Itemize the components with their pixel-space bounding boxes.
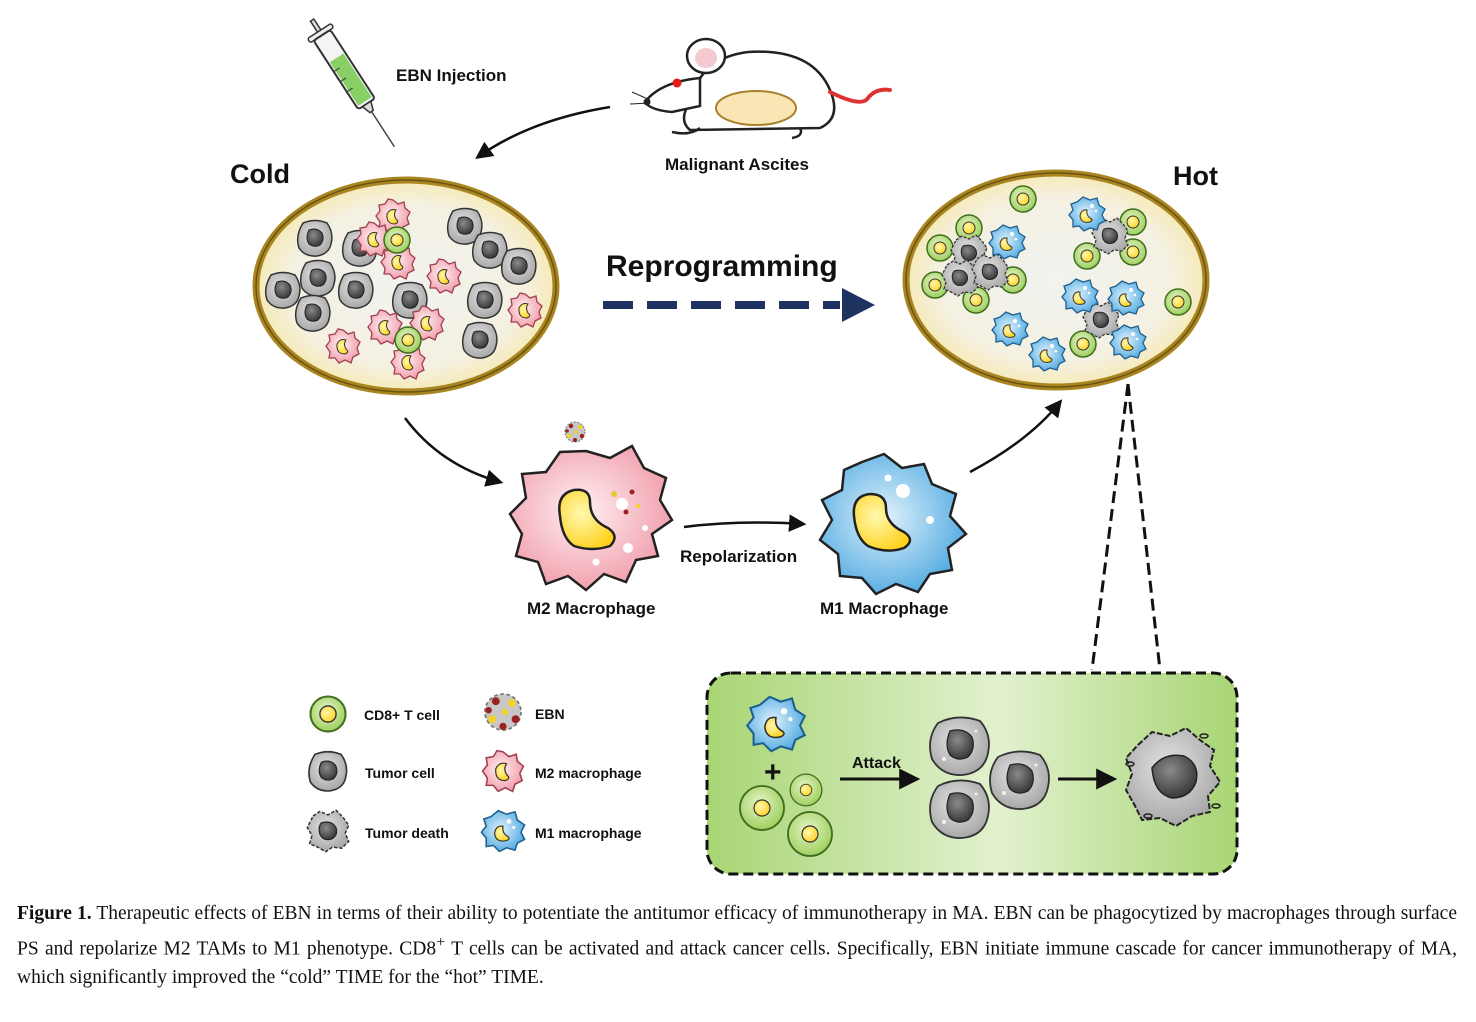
caption-text-part2: T cells can be activated and attack canc…: [17, 938, 1457, 988]
m2-macrophage-label: M2 Macrophage: [527, 599, 655, 618]
caption-superscript: +: [436, 933, 446, 951]
tumor-cell-icon: [308, 750, 348, 792]
svg-text:M2 macrophage: M2 macrophage: [535, 765, 642, 781]
legend-item-m1-macrophage: M1 macrophage: [480, 809, 642, 853]
mouse-icon: [629, 37, 892, 140]
legend-item-tumor-death: Tumor death: [306, 809, 449, 853]
attack-panel: + Attack: [705, 671, 1239, 876]
svg-text:Tumor death: Tumor death: [365, 825, 449, 841]
m1-macrophage-large-icon: [818, 452, 968, 596]
figure-caption: Figure 1. Therapeutic effects of EBN in …: [17, 900, 1457, 992]
reprogramming-arrowhead: [842, 288, 875, 322]
svg-text:CD8+ T cell: CD8+ T cell: [364, 707, 440, 723]
malignant-ascites-label: Malignant Ascites: [665, 155, 809, 174]
ebn-particle-icon: [564, 421, 586, 443]
arrow-repolarization: [683, 514, 807, 532]
legend-item-m2-macrophage: M2 macrophage: [481, 749, 642, 793]
m2-macrophage-large-icon: [508, 444, 674, 592]
attack-label: Attack: [852, 755, 901, 772]
ebn-icon: [484, 693, 522, 731]
m1-macrophage-label: M1 Macrophage: [820, 599, 948, 618]
dying-tumor-cell-icon: [1124, 726, 1222, 828]
legend-item-tumor-cell: Tumor cell: [308, 750, 435, 792]
svg-text:Tumor cell: Tumor cell: [365, 765, 435, 781]
figure-label: Figure 1.: [17, 903, 92, 924]
zoom-line-left: [1090, 383, 1130, 671]
figure-diagram: EBN Injection Malignant Ascites Cold Hot: [230, 17, 1239, 876]
legend: CD8+ T cell EBN Tumor cell M2 macrophage…: [306, 693, 642, 853]
legend-item-ebn: EBN: [484, 693, 565, 731]
reprogramming-label: Reprogramming: [606, 250, 838, 283]
cd8-t-cell-icon: [309, 695, 347, 733]
arrow-ascites-to-cold: [475, 105, 611, 160]
plus-sign: +: [764, 756, 782, 789]
m2-macrophage-icon: [481, 749, 525, 793]
syringe-icon: [307, 17, 396, 148]
svg-text:M1 macrophage: M1 macrophage: [535, 825, 642, 841]
ebn-injection-label: EBN Injection: [396, 66, 507, 85]
m1-macrophage-icon: [480, 809, 526, 853]
arrow-m1-to-hot: [969, 399, 1063, 474]
legend-item-cd8-t-cell: CD8+ T cell: [309, 695, 440, 733]
caption-text-part1: Therapeutic effects of EBN in terms of t…: [17, 903, 1457, 960]
arrow-cold-to-m2: [403, 417, 504, 487]
zoom-line-right: [1126, 383, 1162, 671]
hot-label: Hot: [1173, 161, 1218, 191]
repolarization-label: Repolarization: [680, 547, 797, 566]
svg-text:EBN: EBN: [535, 706, 565, 722]
cold-label: Cold: [230, 159, 290, 189]
hot-tumor-microenvironment: [902, 169, 1210, 391]
cold-tumor-microenvironment: [252, 176, 560, 396]
tumor-death-icon: [306, 809, 350, 853]
